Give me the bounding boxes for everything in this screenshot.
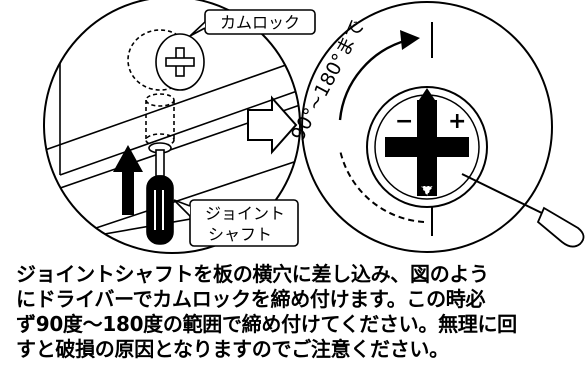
assembly-illustration: カムロック ジョイント シャフト bbox=[43, 0, 585, 254]
cam-lock-face: − + bbox=[366, 86, 488, 208]
cam-lock-part bbox=[127, 29, 205, 91]
instruction-line-3: ず90度〜180度の範囲で締め付けてください。無理に回 bbox=[16, 312, 517, 336]
cam-lock-label: カムロック bbox=[220, 13, 300, 32]
right-detail-circle: 90°~180°まで − + bbox=[287, 1, 585, 253]
joint-shaft-label-line2: シャフト bbox=[208, 225, 272, 244]
instruction-text: ジョイントシャフトを板の横穴に差し込み、図のよう にドライバーでカムロックを締め… bbox=[16, 262, 576, 362]
joint-shaft-label-line1: ジョイント bbox=[205, 204, 285, 223]
insert-arrow-icon bbox=[113, 145, 143, 215]
cam-lock-callout: カムロック bbox=[189, 9, 316, 37]
joint-shaft-part bbox=[146, 142, 174, 245]
minus-symbol: − bbox=[395, 109, 413, 134]
instruction-line-4: すと破損の原因となりますのでご注意ください。 bbox=[16, 337, 449, 361]
zoom-arrow-icon bbox=[247, 95, 298, 155]
instruction-line-1: ジョイントシャフトを板の横穴に差し込み、図のよう bbox=[16, 262, 489, 286]
plus-symbol: + bbox=[448, 109, 466, 134]
joint-shaft-callout: ジョイント シャフト bbox=[173, 199, 299, 247]
left-detail-circle: カムロック ジョイント シャフト bbox=[43, 0, 316, 254]
instruction-line-2: にドライバーでカムロックを締め付けます。この時必 bbox=[16, 287, 486, 311]
screwdriver-icon bbox=[461, 173, 585, 248]
